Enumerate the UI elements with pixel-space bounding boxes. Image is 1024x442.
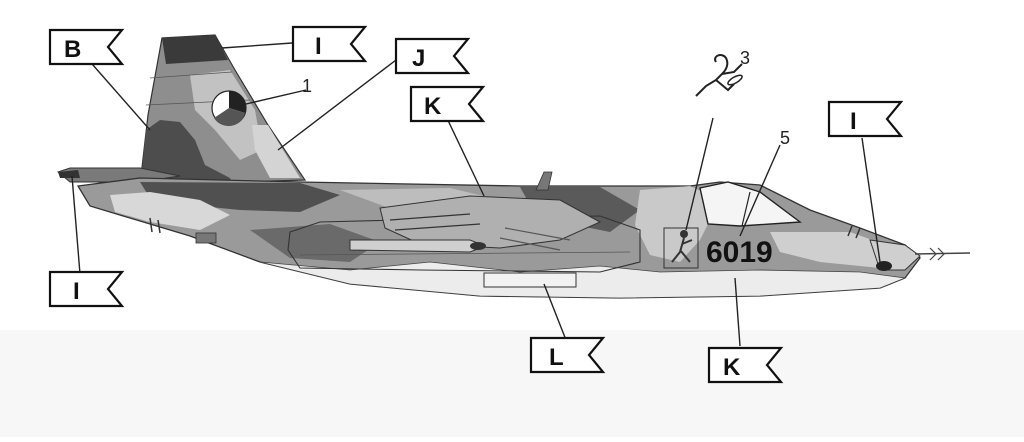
belly-panel xyxy=(483,272,577,288)
national-roundel xyxy=(211,90,247,127)
callout-flag-k-lower: K xyxy=(707,346,784,384)
antenna-stub xyxy=(157,219,161,234)
fin-tip-dark xyxy=(162,35,228,64)
cockpit-canopy xyxy=(699,181,802,227)
pilot-detail-figure xyxy=(695,54,743,97)
leader-5 xyxy=(739,144,781,237)
leader-i-nose xyxy=(861,137,881,263)
nacelle-panel-line xyxy=(299,251,631,256)
wing-flap-line xyxy=(389,213,471,221)
wing-flap-line xyxy=(394,223,481,231)
fuselage-camo-dark-2 xyxy=(520,187,640,232)
leader-i-fin xyxy=(221,42,293,49)
leader-i-tail xyxy=(71,175,81,275)
fuselage-camo-light-3 xyxy=(635,186,720,262)
callout-flag-k-wing: K xyxy=(409,85,486,123)
background-shade xyxy=(0,330,1024,437)
missile-nose xyxy=(470,242,486,250)
leader-l xyxy=(543,283,567,341)
callout-flag-b: B xyxy=(48,28,125,66)
callout-flag-l: L xyxy=(529,336,606,374)
callout-flag-i-nose: I xyxy=(827,100,904,138)
nose-antenna-stub xyxy=(847,225,853,237)
callout-letter: I xyxy=(315,33,322,60)
leader-j xyxy=(277,59,397,151)
callout-letter: L xyxy=(549,344,564,371)
callout-letter: J xyxy=(412,45,425,72)
fuselage-camo-light xyxy=(110,192,230,230)
fuselage-camo-light-4 xyxy=(770,232,900,268)
marking-number-3: 3 xyxy=(740,48,750,68)
leader-1 xyxy=(245,89,307,105)
leader-k-lower xyxy=(734,277,741,347)
fin-panel-line xyxy=(149,71,233,79)
marking-number-5: 5 xyxy=(780,128,790,148)
wing-flap-line xyxy=(499,237,561,251)
marking-number-1: 1 xyxy=(302,76,312,96)
callout-flag-i-tail: I xyxy=(48,270,125,308)
pitot-probe xyxy=(914,252,971,255)
canopy-frame xyxy=(741,191,751,227)
aircraft-serial-number: 6019 xyxy=(706,236,773,269)
aircraft-silhouette: 6019 xyxy=(56,34,971,299)
callout-letter: I xyxy=(73,278,80,305)
fuselage-pylon xyxy=(195,232,217,244)
belly-pale xyxy=(259,261,907,299)
wing-flap-line xyxy=(504,227,571,241)
callout-letter: K xyxy=(424,93,442,120)
callout-flag-j: J xyxy=(394,37,471,75)
crew-stencil xyxy=(663,227,699,269)
tail-probe xyxy=(58,170,80,178)
probe-vanes xyxy=(929,247,945,261)
callout-letter: K xyxy=(723,354,741,381)
spine-antenna xyxy=(535,171,553,191)
antenna-stub xyxy=(149,217,153,233)
nose-antenna-stub xyxy=(855,227,861,239)
wing-missile xyxy=(349,239,487,253)
callout-letter: B xyxy=(64,36,81,63)
nose-light xyxy=(876,261,892,271)
callout-flag-i-fin: I xyxy=(291,25,368,63)
fin-camo-light-2 xyxy=(252,125,300,178)
callout-letter: I xyxy=(850,108,857,135)
leader-lines xyxy=(71,42,881,347)
fuselage-camo-dark-3 xyxy=(250,224,380,262)
leader-k-wing xyxy=(443,111,485,197)
leader-3 xyxy=(685,117,714,231)
